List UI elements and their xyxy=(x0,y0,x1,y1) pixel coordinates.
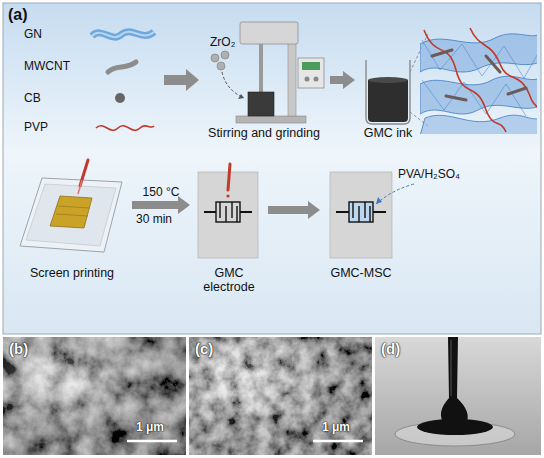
figure-panel: (c) 1 μm xyxy=(189,337,372,455)
panel-label: (c) xyxy=(195,340,235,357)
pattern-line xyxy=(56,206,90,216)
process-arrow xyxy=(164,69,199,91)
process-arrow xyxy=(268,201,320,219)
cnt-rod xyxy=(508,88,526,94)
process-step: GMC-MSC xyxy=(320,158,402,284)
panel-label: (b) xyxy=(9,340,49,357)
step-caption: GMC ink xyxy=(355,126,421,140)
zirconia-ball xyxy=(211,54,219,62)
photo-background xyxy=(375,337,541,455)
ink-liquid xyxy=(368,80,408,122)
figure-panel: (b) 1 μm xyxy=(3,337,186,455)
pvp-icon xyxy=(96,126,154,131)
leader-head xyxy=(238,94,244,99)
mill-controller xyxy=(298,58,324,88)
step-caption: GMC-MSC xyxy=(320,266,402,280)
zirconia-ball xyxy=(217,62,225,70)
electrode-finger xyxy=(353,202,370,222)
text-label: MWCNT xyxy=(24,60,70,74)
mill-motor xyxy=(240,22,298,44)
pvp-chain xyxy=(424,30,506,132)
controller-knob xyxy=(314,77,319,82)
dashed-leader xyxy=(222,72,244,98)
ink-highlight xyxy=(451,340,452,396)
text-label: 30 min xyxy=(136,213,172,227)
step-caption: Screen printing xyxy=(12,266,132,280)
process-step: GMC ink xyxy=(355,48,421,144)
sem-shading xyxy=(3,337,186,455)
figure-panel: (d) xyxy=(375,337,541,455)
interdigital-electrode xyxy=(349,202,373,222)
text-label: PVA/H₂SO₄ xyxy=(398,168,460,182)
mill-shaft xyxy=(259,44,263,96)
controller-screen xyxy=(302,62,320,70)
cnt-rod xyxy=(446,96,466,100)
mill-base xyxy=(236,116,306,123)
printing-screen xyxy=(26,184,116,246)
carbon-black-icon xyxy=(115,93,125,103)
printing-frame xyxy=(20,178,122,252)
text-label: PVP xyxy=(24,121,48,135)
mesh-line xyxy=(422,80,526,116)
dashed-leader xyxy=(376,184,414,204)
controller-knob xyxy=(305,77,310,82)
step-caption: Stirring and grinding xyxy=(198,126,330,140)
cnt-rod xyxy=(432,50,452,56)
text-label: GN xyxy=(24,28,42,42)
mill-container xyxy=(248,92,274,116)
scale-label: 1 μm xyxy=(119,421,181,435)
scale-bar xyxy=(127,440,177,443)
panel-background xyxy=(3,3,541,334)
leader-head xyxy=(376,197,382,204)
cnt-rod xyxy=(486,56,500,72)
ink-surface xyxy=(368,77,408,83)
printing-pattern xyxy=(50,196,92,228)
electrode-finger xyxy=(220,202,237,222)
process-arrow xyxy=(330,71,355,89)
sem-image xyxy=(189,337,372,455)
interdigital-electrode xyxy=(216,202,240,222)
panel-label: (d) xyxy=(381,340,421,357)
panel-label: (a) xyxy=(8,6,48,24)
mwcnt-icon xyxy=(108,62,136,72)
scale-bar xyxy=(313,440,363,443)
ink-network xyxy=(420,28,537,134)
beaker-outline xyxy=(366,60,410,124)
pipette xyxy=(228,164,230,190)
graphene-icon xyxy=(92,32,154,37)
zirconia-ball xyxy=(221,51,229,59)
substrate xyxy=(330,172,392,258)
drop xyxy=(226,194,229,197)
sem-image xyxy=(3,337,186,455)
sem-shading xyxy=(189,337,372,455)
mesh-line xyxy=(422,40,537,78)
process-step: Screen printing xyxy=(12,158,132,284)
pvp-chain xyxy=(470,28,537,112)
text-label: ZrO₂ xyxy=(210,36,235,50)
step-caption: GMC electrode xyxy=(190,266,268,295)
graphene-highlight xyxy=(92,32,154,37)
edge-label: 150 °C xyxy=(143,186,180,200)
scale-label: 1 μm xyxy=(305,421,367,435)
pipette-tip xyxy=(78,180,82,194)
process-step: GMC electrode xyxy=(190,158,268,284)
ink-stream xyxy=(441,337,468,424)
graphene-sheet xyxy=(420,115,537,134)
figure-panel: (a) Stirring and grinding GMC inkScreen pr… xyxy=(3,3,541,334)
electrode-lead xyxy=(204,211,252,213)
text-label: CB xyxy=(24,92,41,106)
